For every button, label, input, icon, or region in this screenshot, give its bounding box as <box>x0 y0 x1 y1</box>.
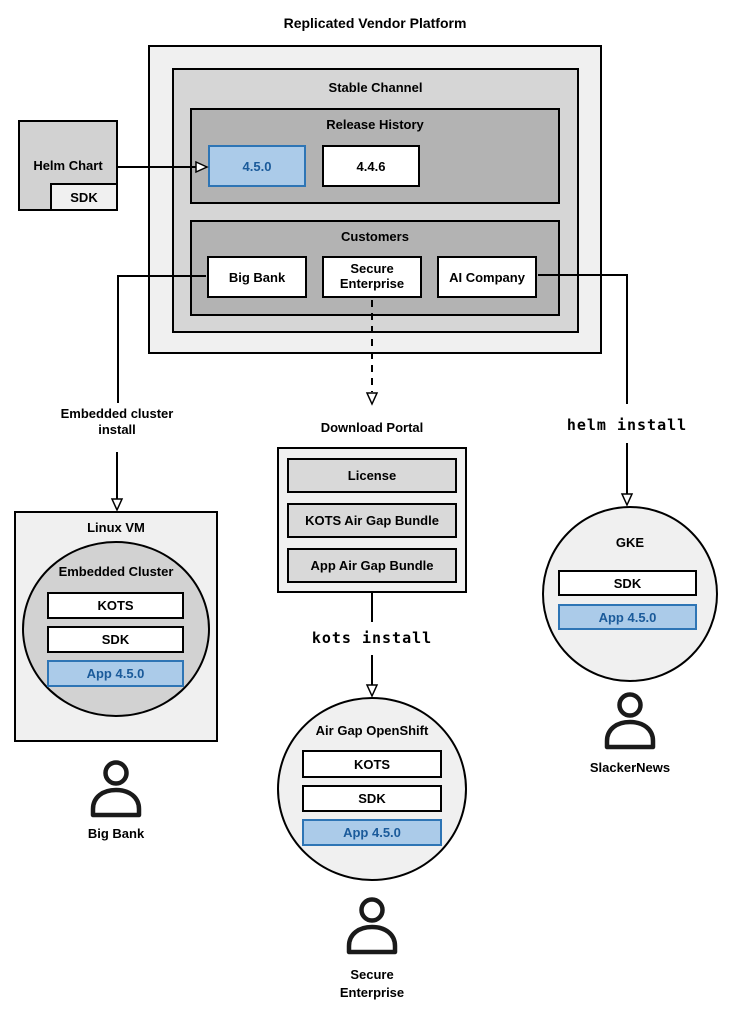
component-label: SDK <box>358 791 386 806</box>
release-version: 4.5.0 <box>242 158 272 174</box>
portal-item-app-bundle: App Air Gap Bundle <box>287 548 457 583</box>
component-app: App 4.5.0 <box>302 819 442 846</box>
edge-label-helm-install: helm install <box>566 416 688 434</box>
persona-label: Big Bank <box>87 826 145 841</box>
customer-name: Big Bank <box>228 269 286 285</box>
arrowhead-down-icon <box>110 498 124 512</box>
component-sdk: SDK <box>302 785 442 812</box>
component-sdk: SDK <box>558 570 697 596</box>
customers-title: Customers <box>341 229 409 244</box>
linux-vm-title: Linux VM <box>87 520 145 535</box>
portal-item-label: KOTS Air Gap Bundle <box>305 513 439 528</box>
release-version: 4.4.6 <box>356 158 386 174</box>
portal-item-kots-bundle: KOTS Air Gap Bundle <box>287 503 457 538</box>
arrowhead-down-icon <box>365 392 379 406</box>
gke-title: GKE <box>615 535 645 550</box>
component-label: SDK <box>101 632 130 647</box>
air-gap-openshift-title: Air Gap OpenShift <box>315 723 429 738</box>
persona-icon <box>346 897 398 955</box>
persona-label: SlackerNews <box>589 760 671 775</box>
component-label: App 4.5.0 <box>343 825 401 840</box>
helm-sdk-box: SDK <box>50 183 118 211</box>
component-label: App 4.5.0 <box>86 666 145 681</box>
customer-name: Secure Enterprise <box>339 261 405 291</box>
component-app: App 4.5.0 <box>558 604 697 630</box>
helm-chart-title: Helm Chart <box>33 158 103 173</box>
release-box-450: 4.5.0 <box>208 145 306 187</box>
stable-channel-title: Stable Channel <box>328 80 423 95</box>
edge-label-embedded-cluster-install: Embedded cluster install <box>60 406 174 438</box>
arrowhead-down-icon <box>620 493 634 507</box>
release-history-title: Release History <box>326 117 424 132</box>
component-app: App 4.5.0 <box>47 660 184 687</box>
customer-ai-company: AI Company <box>437 256 537 298</box>
release-box-446: 4.4.6 <box>322 145 420 187</box>
persona-label: Secure Enterprise <box>339 967 405 1000</box>
component-kots: KOTS <box>302 750 442 778</box>
persona-icon <box>90 760 142 818</box>
portal-item-license: License <box>287 458 457 493</box>
customer-big-bank: Big Bank <box>207 256 307 298</box>
download-portal-title: Download Portal <box>320 420 424 435</box>
component-label: KOTS <box>97 598 134 613</box>
component-label: App 4.5.0 <box>598 609 657 625</box>
edge-label-kots-install: kots install <box>311 629 433 647</box>
customer-secure-enterprise: Secure Enterprise <box>322 256 422 298</box>
portal-item-label: License <box>347 468 397 483</box>
sdk-label: SDK <box>70 189 98 205</box>
embedded-cluster-title: Embedded Cluster <box>58 564 174 579</box>
component-label: SDK <box>613 575 642 591</box>
persona-icon <box>604 692 656 750</box>
component-sdk: SDK <box>47 626 184 653</box>
component-kots: KOTS <box>47 592 184 619</box>
portal-item-label: App Air Gap Bundle <box>310 558 434 573</box>
diagram-title: Replicated Vendor Platform <box>283 15 467 31</box>
component-label: KOTS <box>353 756 391 772</box>
customer-name: AI Company <box>449 269 525 285</box>
arrowhead-down-icon <box>365 684 379 698</box>
